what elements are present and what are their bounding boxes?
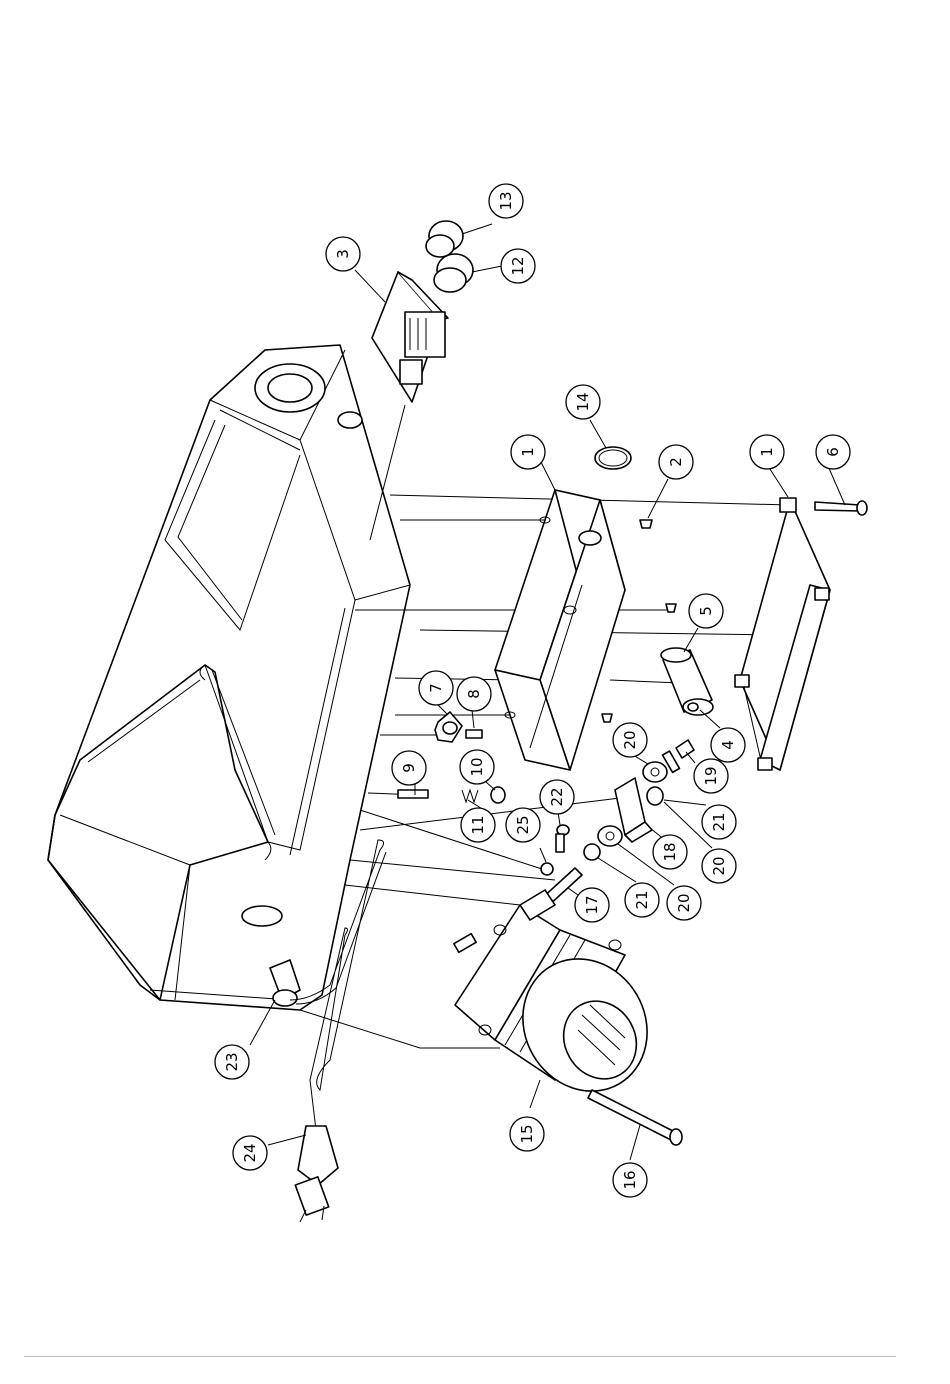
callout-number: 5 [697, 606, 715, 616]
spring-part-11 [462, 790, 478, 802]
callout-number: 17 [583, 895, 601, 914]
callout-number: 25 [514, 815, 532, 834]
footer-rule [24, 1356, 896, 1357]
callout-number: 21 [633, 890, 651, 909]
callout-number: 20 [675, 893, 693, 912]
knob-part-12 [434, 254, 473, 292]
callout-23: 23 [215, 1045, 249, 1079]
callout-13: 13 [489, 184, 523, 218]
callout-19: 19 [694, 759, 728, 793]
capacitor-part-5 [661, 648, 713, 715]
washer-part-20a [643, 762, 667, 782]
callout-21: 21 [625, 883, 659, 917]
callout-3: 3 [326, 237, 360, 271]
callout-21: 21 [702, 805, 736, 839]
nut-part-21b [584, 844, 600, 860]
motor-part-15 [454, 890, 671, 1114]
nut-part-21a [647, 787, 663, 805]
enclosure-box-part-1 [495, 490, 625, 770]
callout-number: 18 [661, 842, 679, 861]
callout-18: 18 [653, 835, 687, 869]
callout-5: 5 [689, 594, 723, 628]
callout-number: 22 [548, 787, 566, 806]
callout-10: 10 [460, 750, 494, 784]
callout-number: 2 [667, 457, 685, 467]
callout-14: 14 [566, 385, 600, 419]
callout-number: 4 [719, 740, 737, 750]
callout-20: 20 [702, 849, 736, 883]
base-plate-part-1 [735, 498, 830, 770]
callout-15: 15 [510, 1117, 544, 1151]
callout-12: 12 [501, 249, 535, 283]
callout-4: 4 [711, 728, 745, 762]
callout-22: 22 [540, 780, 574, 814]
callout-16: 16 [613, 1163, 647, 1197]
callout-20: 20 [613, 723, 647, 757]
callout-number: 6 [824, 447, 842, 457]
star-knob-part-7 [435, 712, 462, 742]
rod-part-9 [398, 790, 428, 798]
callout-number: 10 [468, 757, 486, 776]
callout-6: 6 [816, 435, 850, 469]
callout-number: 15 [518, 1124, 536, 1143]
screw-part-22 [556, 825, 569, 852]
callout-number: 8 [465, 689, 483, 699]
callout-number: 23 [223, 1052, 241, 1071]
callout-number: 21 [710, 812, 728, 831]
callout-9: 9 [392, 751, 426, 785]
callout-number: 7 [427, 683, 445, 693]
callout-17: 17 [575, 888, 609, 922]
callout-number: 11 [469, 815, 487, 834]
callout-number: 1 [758, 447, 776, 457]
callout-number: 16 [621, 1170, 639, 1189]
bolt-part-6 [815, 501, 867, 515]
washer-part-20b [598, 826, 622, 846]
callout-7: 7 [419, 671, 453, 705]
nut-part-10 [491, 787, 505, 803]
circuit-board-part-3 [372, 272, 448, 402]
callout-number: 20 [710, 856, 728, 875]
callout-number: 24 [241, 1143, 259, 1162]
callout-number: 19 [702, 766, 720, 785]
callout-number: 13 [497, 191, 515, 210]
o-ring-part-14 [595, 447, 631, 469]
pin-part-8 [466, 730, 482, 738]
callout-number: 12 [509, 256, 527, 275]
callout-8: 8 [457, 677, 491, 711]
callout-1: 1 [750, 435, 784, 469]
callout-2: 2 [659, 445, 693, 479]
callout-number: 1 [519, 447, 537, 457]
callout-number: 3 [334, 249, 352, 259]
callout-1: 1 [511, 435, 545, 469]
nut-part-25 [541, 863, 553, 875]
callout-number: 20 [621, 730, 639, 749]
callout-11: 11 [461, 808, 495, 842]
long-bolt-part-16 [588, 1090, 682, 1145]
callout-number: 14 [574, 392, 592, 411]
callout-25: 25 [506, 808, 540, 842]
callout-24: 24 [233, 1136, 267, 1170]
main-housing [48, 345, 410, 1010]
knob-part-13 [426, 221, 463, 257]
callout-number: 9 [400, 763, 418, 773]
callout-20: 20 [667, 886, 701, 920]
